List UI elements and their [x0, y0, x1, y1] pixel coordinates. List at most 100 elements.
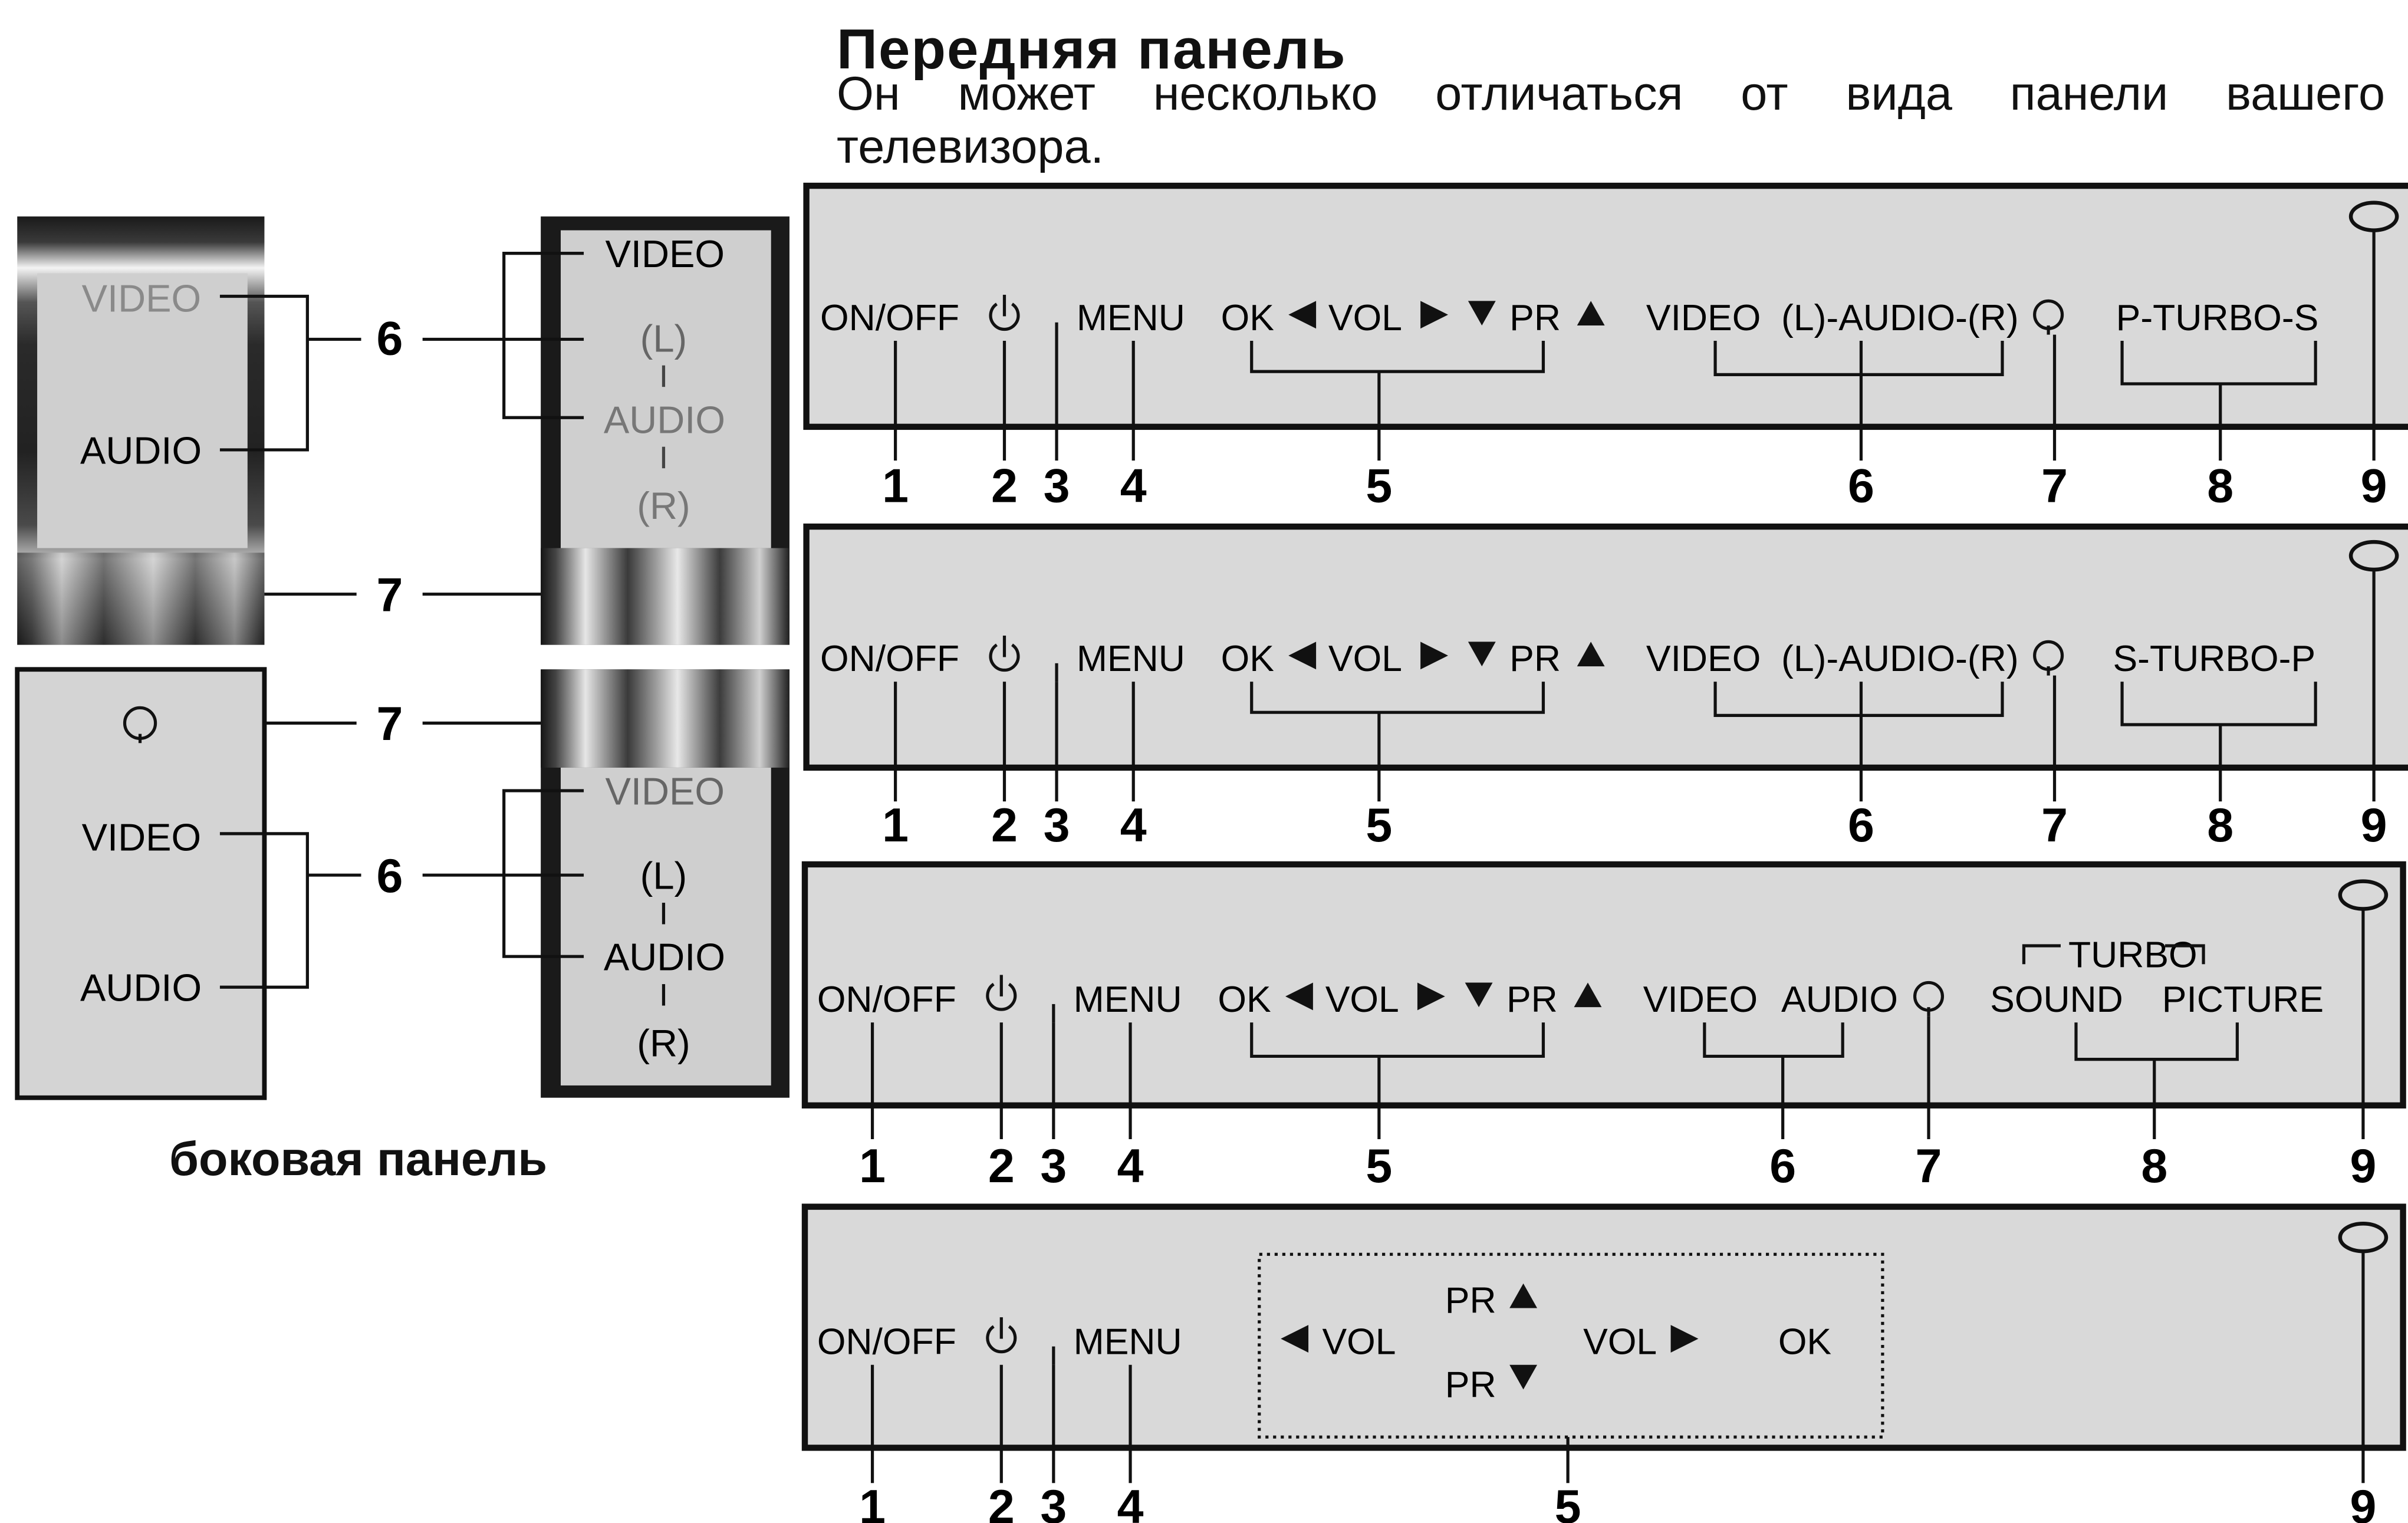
- front-panel-3: ON/OFF MENU OK VOL PR VIDEO AUDIO TURBO: [801, 861, 2406, 1193]
- headphone-icon: [123, 706, 157, 744]
- callout-8: 8: [2141, 1140, 2167, 1193]
- arrow-down-icon: [1468, 642, 1496, 667]
- front-panel-2: ON/OFF MENU OK VOL PR VIDEO (L)-AUDIO-(R…: [803, 523, 2408, 852]
- callout-8: 8: [2207, 459, 2233, 512]
- control-group-box: [1258, 1252, 1884, 1439]
- callout-5: 5: [1555, 1481, 1581, 1523]
- arrow-left-icon: [1281, 1325, 1309, 1353]
- side2-r-label: (R): [637, 484, 690, 527]
- callout-1: 1: [882, 459, 909, 512]
- side2-audio-label: AUDIO: [604, 398, 725, 441]
- callout-1: 1: [859, 1140, 886, 1193]
- pr-down-label: PR: [1445, 1364, 1496, 1405]
- callout-5: 5: [1366, 799, 1392, 852]
- side-panel-1: VIDEO AUDIO 6 7: [17, 216, 541, 645]
- pr-label: PR: [1509, 638, 1561, 679]
- callout-7: 7: [1916, 1140, 1942, 1193]
- callout-9: 9: [2361, 459, 2387, 512]
- sound-label: SOUND: [1990, 979, 2123, 1020]
- headphone-icon: [1913, 981, 1945, 1017]
- ok-label: OK: [1221, 297, 1274, 338]
- side-panel-caption: боковая панель: [169, 1133, 548, 1186]
- power-icon: [989, 635, 1020, 672]
- side1-video-label: VIDEO: [82, 277, 202, 320]
- power-icon: [986, 975, 1017, 1011]
- side-panel-2: VIDEO (L) AUDIO (R): [502, 216, 789, 645]
- callout-6: 6: [1848, 799, 1874, 852]
- pr-label: PR: [1506, 979, 1558, 1020]
- turbo-label: P-TURBO-S: [2116, 297, 2319, 338]
- arrow-up-icon: [1509, 1283, 1538, 1308]
- callout-5: 5: [1366, 459, 1392, 512]
- side3-number-6: 6: [377, 850, 403, 903]
- side3-video-label: VIDEO: [82, 816, 202, 859]
- callout-1: 1: [882, 799, 909, 852]
- page-title: Передняя панель: [837, 18, 1347, 81]
- onoff-label: ON/OFF: [817, 979, 956, 1020]
- callout-6: 6: [1769, 1140, 1796, 1193]
- onoff-label: ON/OFF: [820, 297, 959, 338]
- turbo-label: S-TURBO-P: [2113, 638, 2315, 679]
- callout-2: 2: [991, 799, 1018, 852]
- side-panel-3: VIDEO AUDIO 7 6: [15, 667, 541, 1100]
- side1-number-6: 6: [377, 312, 403, 365]
- side4-l-label: (L): [640, 854, 687, 897]
- menu-label: MENU: [1074, 1321, 1182, 1363]
- vol-label: VOL: [1325, 979, 1399, 1020]
- callout-3: 3: [1044, 799, 1070, 852]
- callout-4: 4: [1120, 459, 1147, 512]
- video-label: VIDEO: [1643, 979, 1758, 1020]
- headphone-icon: [2033, 299, 2064, 335]
- side-panel-4: VIDEO (L) AUDIO (R): [502, 669, 789, 1098]
- menu-label: MENU: [1077, 638, 1185, 679]
- arrow-up-icon: [1577, 301, 1605, 326]
- power-icon: [989, 294, 1020, 331]
- callout-2: 2: [991, 459, 1018, 512]
- arrow-right-icon: [1417, 982, 1445, 1011]
- av-inputs-label: VIDEO (L)-AUDIO-(R): [1646, 297, 2019, 338]
- side3-number-7: 7: [377, 698, 403, 751]
- callout-9: 9: [2350, 1140, 2376, 1193]
- picture-label: PICTURE: [2162, 979, 2324, 1020]
- vol-label: VOL: [1328, 638, 1402, 679]
- side1-audio-label: AUDIO: [80, 429, 202, 472]
- vol-label: VOL: [1328, 297, 1402, 338]
- callout-7: 7: [2041, 799, 2068, 852]
- page-subtitle-line-2: телевизора.: [837, 120, 1104, 173]
- turbo-label: TURBO: [2068, 934, 2198, 975]
- vol-left-label: VOL: [1322, 1321, 1396, 1363]
- arrow-down-icon: [1468, 301, 1496, 326]
- ok-label: OK: [1778, 1321, 1831, 1363]
- callout-2: 2: [988, 1140, 1015, 1193]
- callout-5: 5: [1366, 1140, 1392, 1193]
- callout-4: 4: [1117, 1140, 1144, 1193]
- menu-label: MENU: [1077, 297, 1185, 338]
- arrow-up-icon: [1574, 982, 1602, 1008]
- arrow-left-icon: [1288, 301, 1317, 329]
- arrow-down-icon: [1509, 1364, 1538, 1390]
- ok-label: OK: [1218, 979, 1271, 1020]
- side3-audio-label: AUDIO: [80, 966, 202, 1009]
- callout-6: 6: [1848, 459, 1874, 512]
- vol-right-label: VOL: [1583, 1321, 1657, 1363]
- onoff-label: ON/OFF: [817, 1321, 956, 1363]
- side2-l-label: (L): [640, 317, 687, 360]
- callout-9: 9: [2350, 1481, 2376, 1523]
- front-panel-4: ON/OFF MENU VOL PR PR VOL OK: [801, 1203, 2406, 1523]
- side4-audio-label: AUDIO: [604, 936, 725, 979]
- callout-1: 1: [859, 1481, 886, 1523]
- ok-label: OK: [1221, 638, 1274, 679]
- arrow-up-icon: [1577, 642, 1605, 667]
- arrow-right-icon: [1670, 1325, 1699, 1353]
- front-panel-1: ON/OFF MENU OK VOL PR VIDEO (L)-AUDIO-(R…: [803, 182, 2408, 512]
- side4-video-label: VIDEO: [606, 769, 725, 813]
- arrow-right-icon: [1420, 301, 1449, 329]
- callout-2: 2: [988, 1481, 1015, 1523]
- onoff-label: ON/OFF: [820, 638, 959, 679]
- headphone-icon: [2033, 640, 2064, 676]
- callout-3: 3: [1040, 1481, 1067, 1523]
- pr-up-label: PR: [1445, 1279, 1496, 1321]
- callout-8: 8: [2207, 799, 2233, 852]
